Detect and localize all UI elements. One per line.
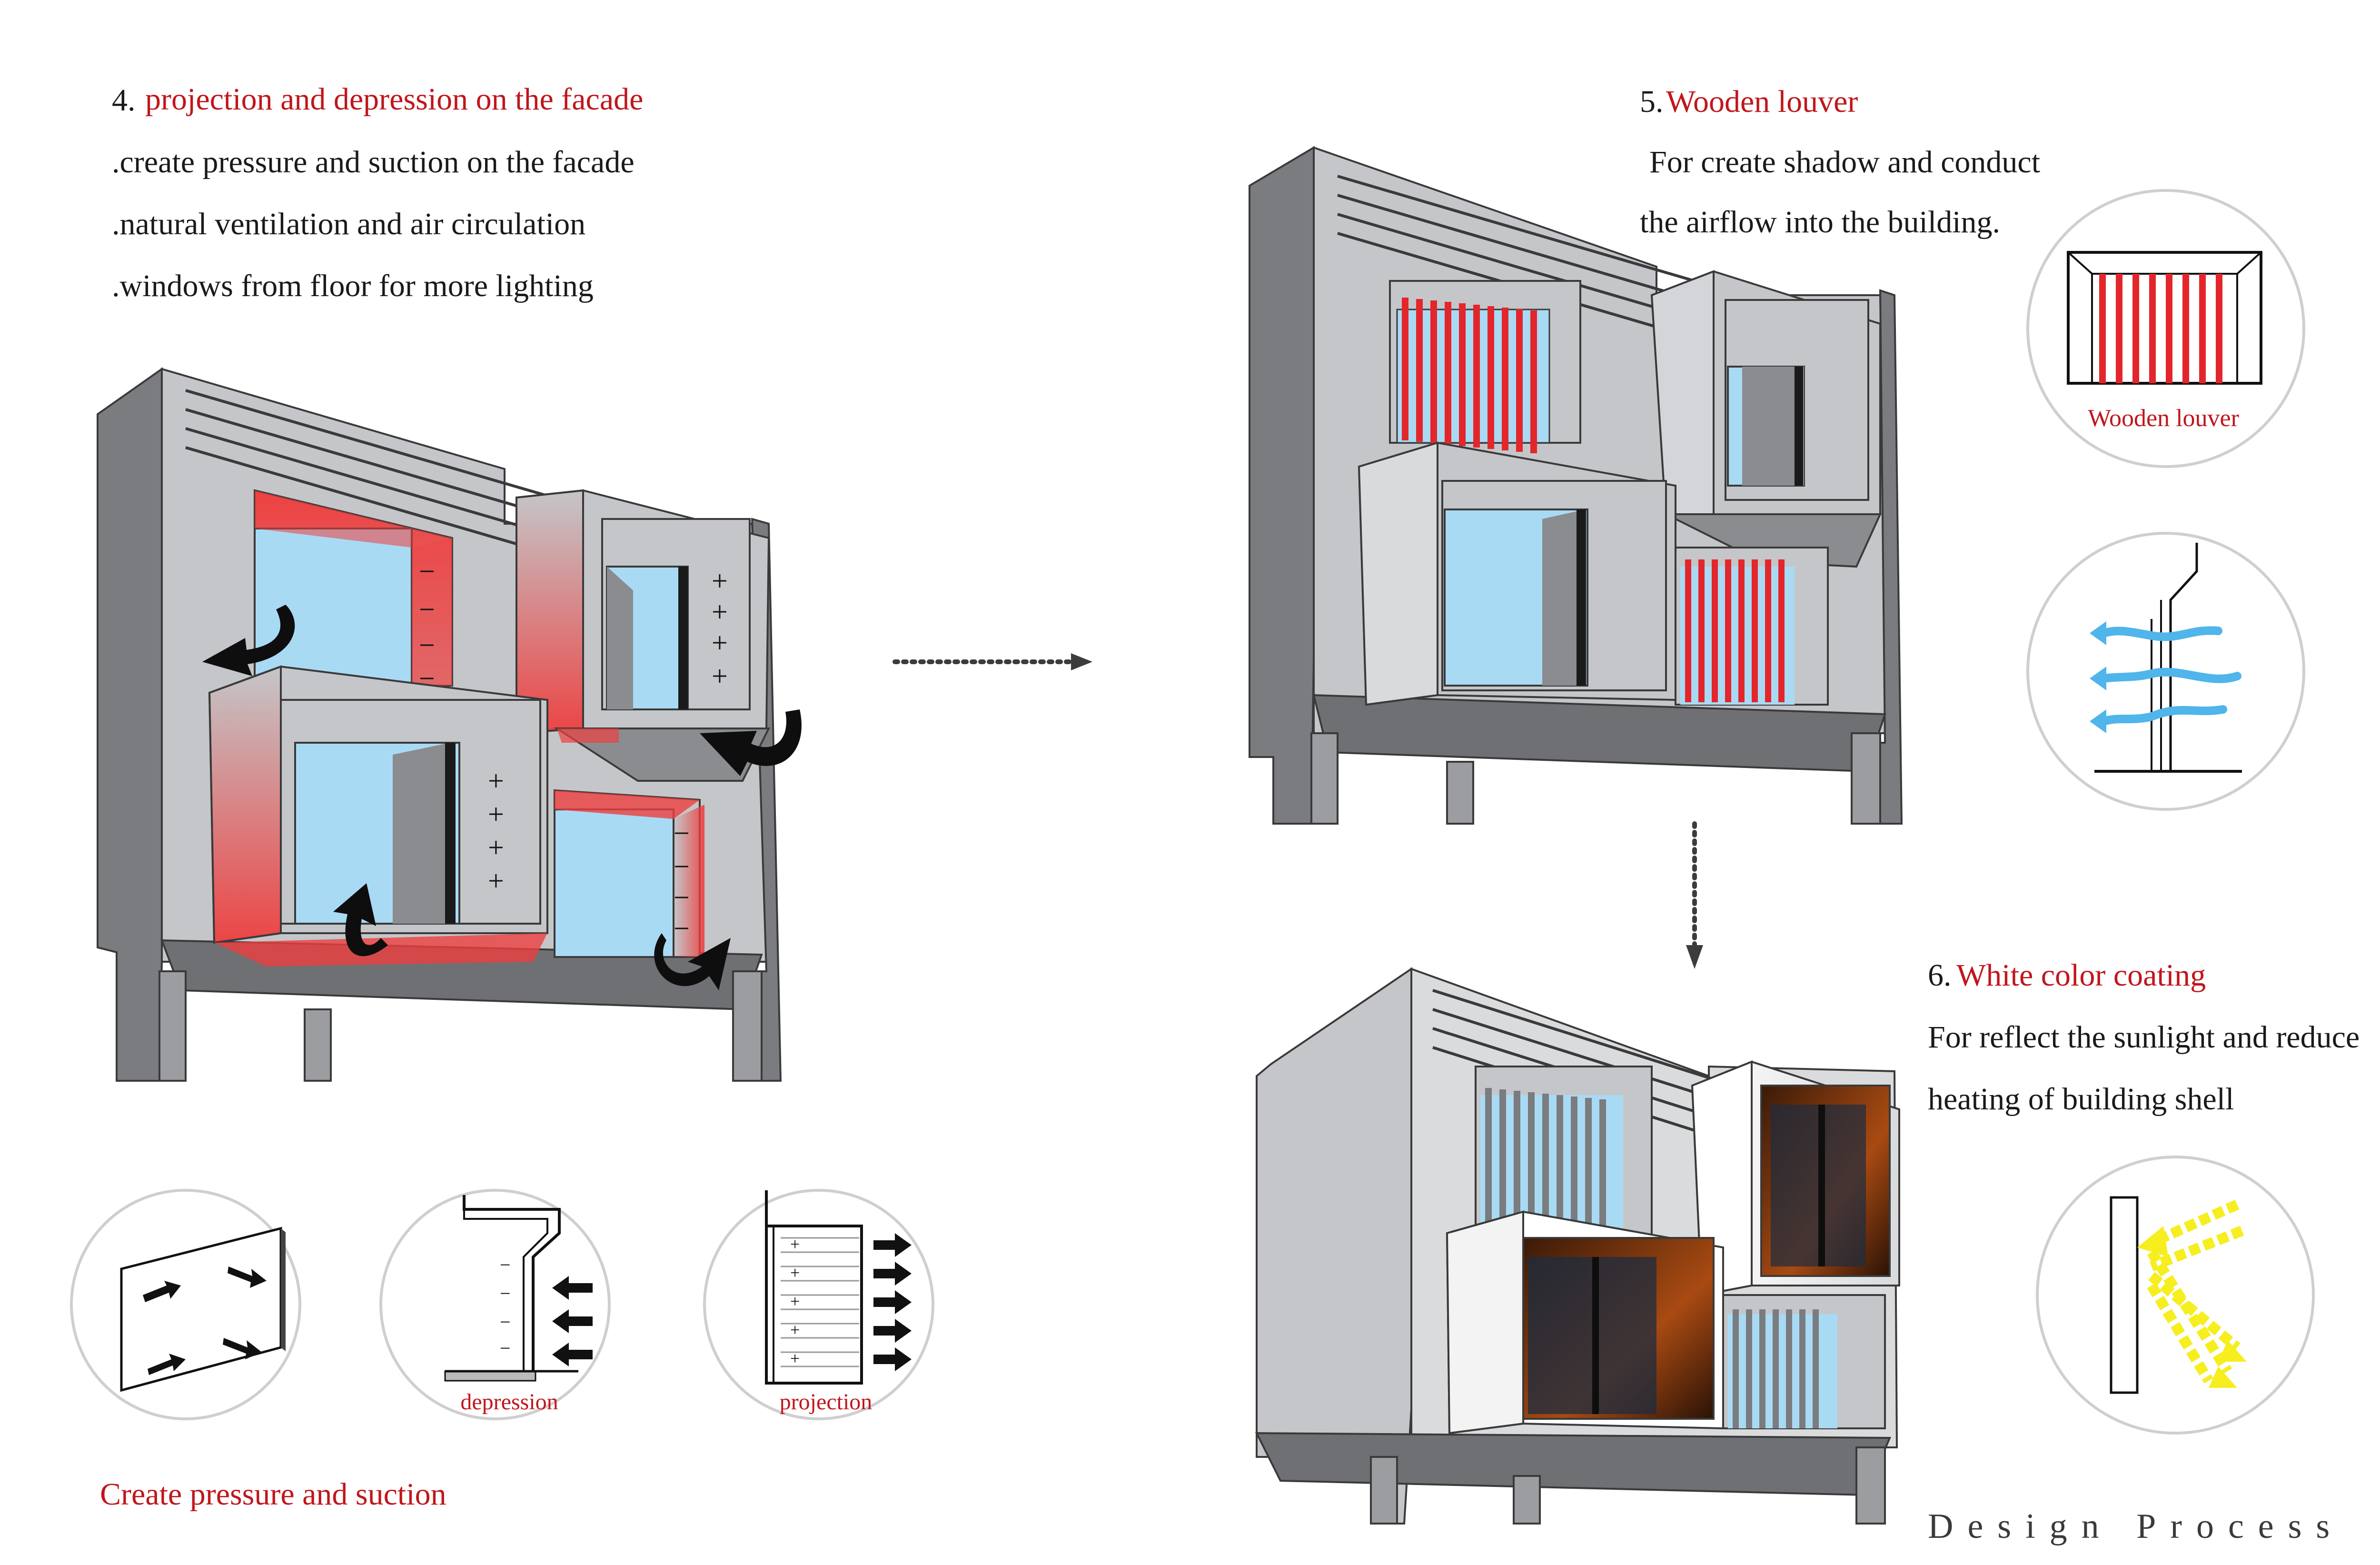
- suction-sign: −: [419, 663, 435, 694]
- pressure-sign: +: [712, 565, 728, 597]
- arrow-left-icon: [552, 1276, 593, 1300]
- bottom-left-caption: Create pressure and suction: [100, 1477, 446, 1512]
- section4-line-2: .natural ventilation and air circulation: [112, 207, 585, 241]
- airflow-section-circle: [2026, 532, 2305, 811]
- section4-text: 4. projection and depression on the faca…: [112, 82, 643, 303]
- arrow-right-icon: [873, 1347, 912, 1371]
- arrow-right-icon: [873, 1233, 912, 1257]
- suction-sign: −: [674, 851, 690, 882]
- dotted-arrow-right: [892, 653, 1092, 670]
- building-wooden-louver: [1249, 146, 1903, 825]
- suction-sign: −: [500, 1337, 511, 1359]
- section5-text: 5. Wooden louver For create shadow and c…: [1640, 84, 2040, 239]
- section6-title: White color coating: [1956, 958, 2206, 993]
- suction-sign: −: [500, 1254, 511, 1276]
- sunlight-reflection-circle: [2036, 1156, 2315, 1435]
- curved-arrow-icon: [202, 605, 295, 676]
- pressure-suction-circles: − − − − depression: [70, 1189, 934, 1512]
- arrow-icon: [223, 1338, 262, 1359]
- section5-line-2: the airflow into the building.: [1640, 205, 2000, 239]
- wooden-louver-slats: [1402, 298, 1537, 453]
- pressure-sign: +: [790, 1235, 800, 1254]
- depression-label: depression: [460, 1389, 558, 1415]
- section6-number: 6.: [1928, 958, 1952, 993]
- arrow-icon: [228, 1266, 267, 1288]
- pressure-sign: +: [488, 865, 504, 897]
- airflow-arrows: [202, 605, 802, 990]
- curved-arrow-icon: [333, 883, 388, 957]
- dotted-arrow-down: [1686, 821, 1703, 969]
- section4-line-1: .create pressure and suction on the faca…: [112, 145, 635, 179]
- pressure-signs: − − − − + + + + + + + + − − − −: [419, 556, 728, 944]
- pressure-sign: +: [488, 798, 504, 830]
- suction-sign: −: [674, 913, 690, 944]
- arrow-left-icon: [552, 1309, 593, 1333]
- curved-arrow-icon: [654, 933, 731, 990]
- section5-number: 5.: [1640, 84, 1664, 119]
- section6-line-2: heating of building shell: [1928, 1082, 2234, 1116]
- building-pressure-suction: − − − − + + + + + + + + − − − −: [97, 367, 802, 1082]
- pressure-sign: +: [790, 1292, 800, 1311]
- pressure-sign: +: [712, 660, 728, 692]
- arrow-left-icon: [552, 1343, 593, 1366]
- suction-sign: −: [500, 1311, 511, 1333]
- section6-line-1: For reflect the sunlight and reduce: [1928, 1020, 2360, 1055]
- louver-detail-circle: Wooden louver: [2026, 189, 2305, 468]
- arrow-right-icon: [873, 1262, 912, 1286]
- pressure-sign: +: [790, 1320, 800, 1339]
- pressure-sign: +: [790, 1349, 800, 1368]
- pressure-sign: +: [790, 1263, 800, 1282]
- depression-circle: − − − − depression: [379, 1189, 611, 1420]
- suction-sign: −: [674, 817, 690, 849]
- suction-sign: −: [419, 594, 435, 625]
- building-white-coating: [1255, 967, 1900, 1525]
- wooden-louver-label: Wooden louver: [2088, 405, 2239, 432]
- roof-louvers: [185, 389, 562, 558]
- sun-ray-icon: [2147, 1199, 2244, 1384]
- section4-line-3: .windows from floor for more lighting: [112, 269, 594, 303]
- pressure-sign: +: [488, 832, 504, 863]
- section5-circles: Wooden louver: [2026, 189, 2305, 811]
- suction-sign: −: [419, 629, 435, 661]
- suction-sign: −: [674, 882, 690, 913]
- airflow-icon: [2100, 626, 2241, 726]
- suction-sign: −: [419, 556, 435, 587]
- pressure-sign: +: [488, 765, 504, 797]
- arrow-icon: [143, 1281, 181, 1302]
- pressure-sign: +: [712, 627, 728, 658]
- panel-pressure-circle: [70, 1189, 301, 1420]
- arrow-right-icon: [873, 1319, 912, 1343]
- section4-number: 4.: [112, 83, 136, 118]
- section5-title: Wooden louver: [1666, 84, 1858, 119]
- pressure-sign: +: [712, 596, 728, 628]
- projection-label: projection: [780, 1389, 873, 1415]
- section5-line-1: For create shadow and conduct: [1649, 145, 2040, 179]
- section4-title: projection and depression on the facade: [145, 82, 643, 117]
- footer-design-process: Design Process: [1928, 1507, 2344, 1546]
- arrow-icon: [148, 1354, 186, 1375]
- curved-arrow-icon: [700, 709, 802, 776]
- suction-sign: −: [500, 1283, 511, 1304]
- section6-text: 6. White color coating For reflect the s…: [1928, 958, 2360, 1116]
- projection-circle: + + + + + projection: [703, 1189, 934, 1420]
- arrow-right-icon: [873, 1290, 912, 1314]
